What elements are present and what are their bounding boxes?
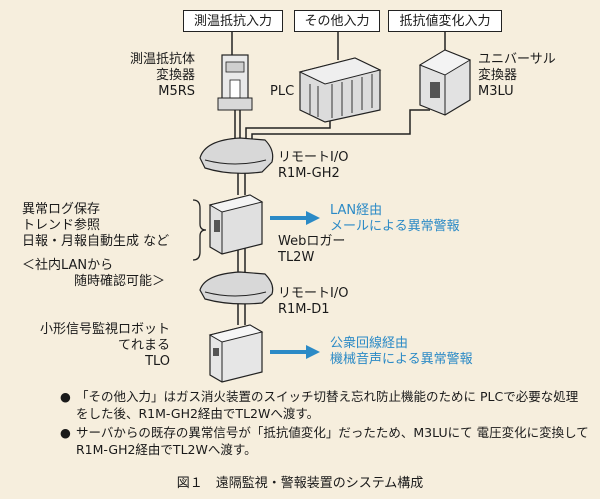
m3lu-label: ユニバーサル 変換器 M3LU	[478, 52, 556, 99]
m5rs-label: 測温抵抗体 変換器 M5RS	[130, 52, 196, 99]
input-box-resistance: 抵抗値変化入力	[388, 10, 502, 32]
note-item: ● 「その他入力」はガス消火装置のスイッチ切替え忘れ防止機能のために PLCで必…	[60, 388, 590, 422]
note-item: ● サーバからの既存の異常信号が「抵抗値変化」だったため、M3LUにて 電圧変化…	[60, 424, 590, 458]
weblogger-label: Webロガー TL2W	[278, 234, 346, 265]
input-box-rtd: 測温抵抗入力	[183, 10, 283, 32]
robot-label: 小形信号監視ロボット てれまる TLO	[40, 322, 171, 369]
note-text: サーバからの既存の異常信号が「抵抗値変化」だったため、M3LUにて 電圧変化に変…	[76, 425, 589, 457]
feature-brace	[192, 199, 207, 261]
remote-io-2-label: リモートI/O R1M-D1	[278, 286, 349, 317]
plc-device	[298, 57, 382, 123]
phone-arrow	[270, 345, 320, 359]
remote-io-1-label: リモートI/O R1M-GH2	[278, 150, 349, 181]
phone-alarm-label: 公衆回線経由 機械音声による異常警報	[330, 336, 473, 367]
bullet-icon: ●	[60, 389, 71, 404]
tlo-device	[208, 324, 264, 383]
weblogger-device	[208, 194, 264, 255]
remote-io-2-device	[199, 271, 274, 305]
m3lu-device	[418, 49, 472, 116]
note-text: 「その他入力」はガス消火装置のスイッチ切替え忘れ防止機能のために PLCで必要な…	[76, 389, 579, 421]
notes-list: ● 「その他入力」はガス消火装置のスイッチ切替え忘れ防止機能のために PLCで必…	[60, 388, 590, 460]
m5rs-device	[217, 54, 253, 111]
lan-alarm-label: LAN経由 メールによる異常警報	[330, 203, 460, 234]
features-list: 異常ログ保存 トレンド参照 日報・月報自動生成 など	[22, 202, 170, 249]
figure-caption: 図１ 遠隔監視・警報装置のシステム構成	[176, 476, 424, 491]
lan-arrow	[270, 211, 320, 225]
plc-label: PLC	[270, 84, 295, 99]
bullet-icon: ●	[60, 425, 71, 440]
remote-io-1-device	[199, 137, 274, 174]
lan-access-note: ＜社内LANから 随時確認可能＞	[22, 258, 166, 289]
input-box-other: その他入力	[294, 10, 380, 32]
